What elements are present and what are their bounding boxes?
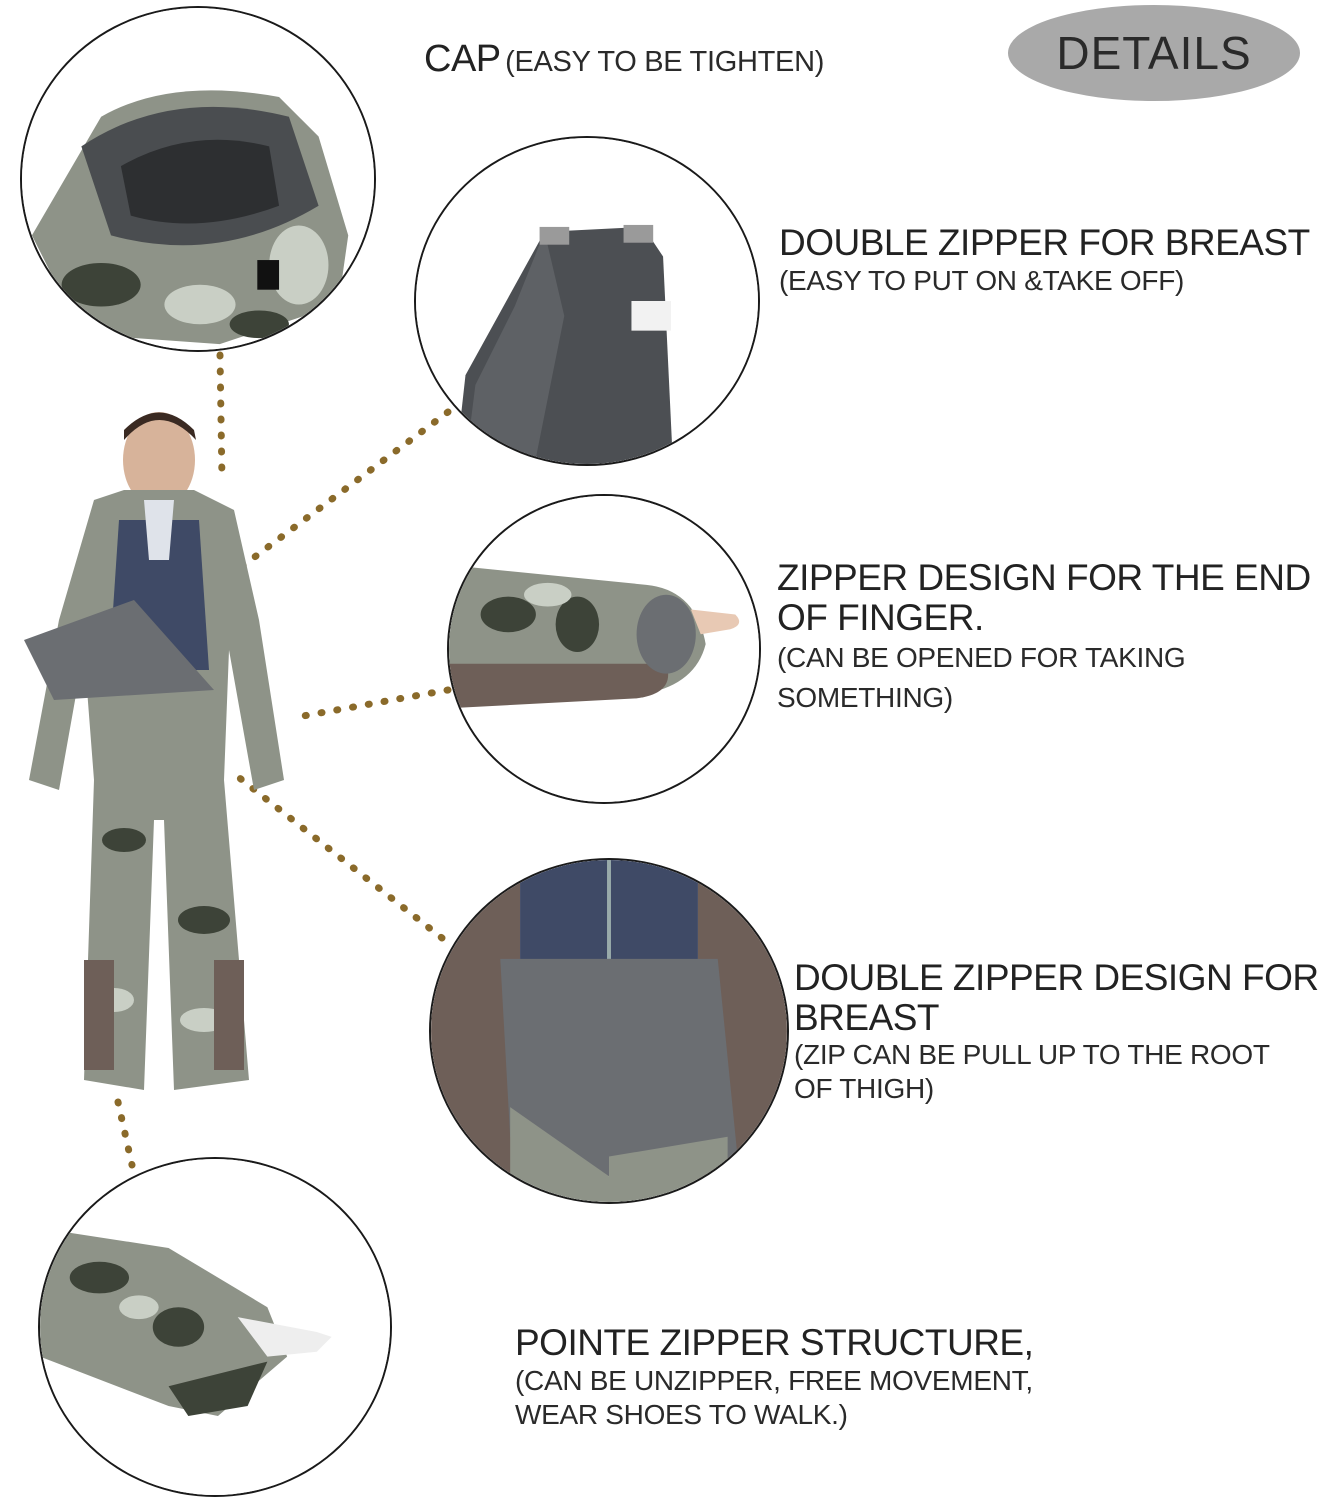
details-badge: DETAILS: [1008, 5, 1300, 101]
feature-title: ZIPPER DESIGN FOR THE END OF FINGER.: [777, 557, 1311, 638]
cap-subtitle: (EASY TO BE TIGHTEN): [505, 46, 825, 78]
connector-foot: [114, 1098, 136, 1169]
person-in-sleeping-suit: [24, 412, 284, 1090]
details-badge-label: DETAILS: [1056, 27, 1252, 79]
feature-subtitle: (EASY TO PUT ON &TAKE OFF): [779, 265, 1185, 296]
finger-zipper-photo: [447, 494, 761, 804]
breast-zipper-photo: [414, 136, 760, 466]
thigh-zipper-photo: [429, 858, 789, 1204]
feature-title: DOUBLE ZIPPER DESIGN FOR BREAST: [794, 957, 1319, 1038]
foot-zipper-photo: [38, 1157, 392, 1497]
feature-subtitle: (CAN BE OPENED FOR TAKING SOMETHING): [777, 642, 1186, 713]
feature-subtitle: (ZIP CAN BE PULL UP TO THE ROOT OF THIGH…: [794, 1039, 1270, 1104]
cap-hood-photo: [20, 6, 376, 352]
feature-subtitle: (CAN BE UNZIPPER, FREE MOVEMENT, WEAR SH…: [515, 1365, 1033, 1430]
feature-finger-zipper: ZIPPER DESIGN FOR THE END OF FINGER. (CA…: [777, 558, 1311, 718]
feature-breast-zipper: DOUBLE ZIPPER FOR BREAST (EASY TO PUT ON…: [779, 222, 1310, 298]
feature-thigh-zipper: DOUBLE ZIPPER DESIGN FOR BREAST (ZIP CAN…: [794, 958, 1319, 1106]
feature-title: DOUBLE ZIPPER FOR BREAST: [779, 222, 1310, 263]
connector-finger: [288, 686, 452, 722]
feature-foot-zipper: POINTE ZIPPER STRUCTURE, (CAN BE UNZIPPE…: [515, 1322, 1034, 1432]
cap-caption: CAP (EASY TO BE TIGHTEN): [424, 38, 824, 80]
cap-title: CAP: [424, 38, 501, 80]
feature-title: POINTE ZIPPER STRUCTURE,: [515, 1322, 1034, 1363]
